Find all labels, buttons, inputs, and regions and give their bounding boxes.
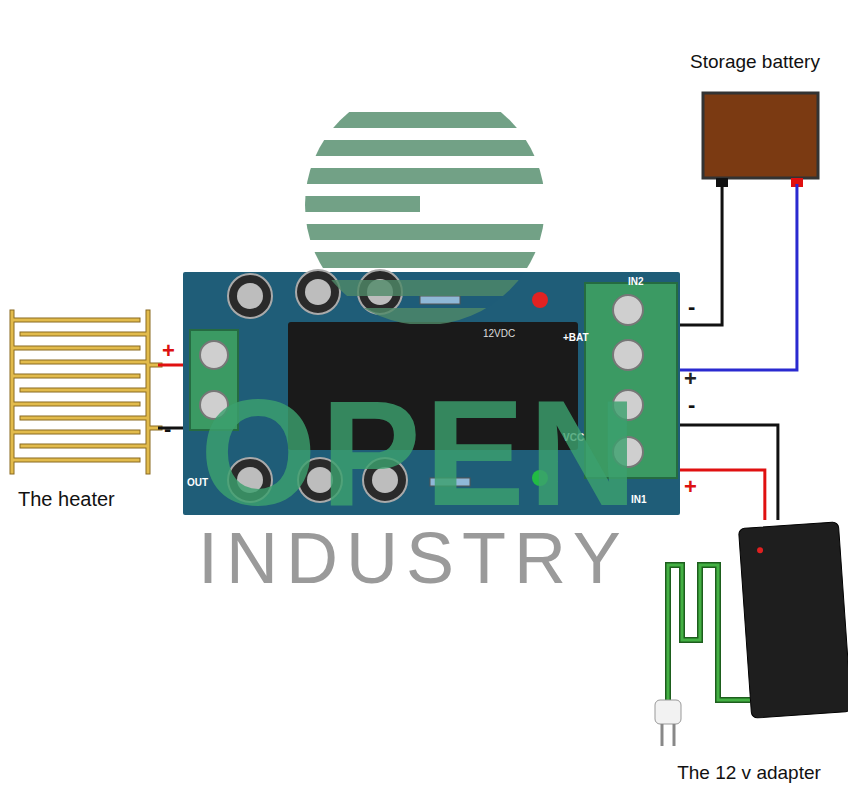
polarity-sign: -	[688, 394, 695, 416]
polarity-sign: -	[164, 418, 171, 440]
adapter-node: The 12 v adapter	[650, 520, 848, 790]
wire	[680, 184, 722, 325]
resistor	[420, 296, 460, 304]
adapter-body	[738, 522, 848, 719]
power-cord	[668, 565, 750, 702]
terminal-screw	[200, 341, 228, 369]
wire	[680, 470, 765, 520]
wire	[680, 184, 797, 370]
logo-stripe	[300, 308, 550, 324]
logo-stripe	[300, 224, 550, 240]
battery-node: Storage battery	[665, 48, 845, 184]
wire	[680, 425, 778, 520]
capacitor	[228, 274, 272, 318]
logo-stripe	[300, 280, 550, 296]
capacitor-top	[237, 283, 263, 309]
battery-terminal-negative	[716, 178, 728, 187]
terminal-screw	[613, 340, 643, 370]
pin-name: IN2	[628, 276, 644, 287]
wire	[158, 363, 183, 366]
pin-name: +BAT	[563, 332, 589, 343]
adapter-led	[757, 547, 763, 553]
node-title: The heater	[18, 488, 158, 510]
terminal-screw	[613, 295, 643, 325]
watermark: OPEN	[200, 378, 641, 528]
polarity-sign: +	[684, 368, 697, 390]
led-red	[532, 292, 548, 308]
polarity-sign: +	[684, 476, 697, 498]
power-cord-outline	[668, 565, 750, 702]
plug-body	[655, 700, 681, 724]
logo-stripe	[300, 252, 550, 268]
heater-graphic	[12, 312, 160, 472]
battery-body	[703, 93, 818, 178]
logo-stripe	[300, 168, 550, 184]
heater-trace	[12, 312, 160, 472]
plug-pin	[661, 724, 664, 746]
polarity-sign: -	[688, 296, 695, 318]
heater-node: The heater	[8, 310, 158, 515]
battery-terminal-positive	[791, 178, 803, 187]
relay-marking: 12VDC	[483, 328, 515, 339]
capacitor-top	[305, 279, 331, 305]
logo-watermark	[300, 112, 550, 324]
logo-stripe	[300, 140, 550, 156]
heater-trace-outline	[12, 312, 160, 472]
plug-pin	[673, 724, 676, 746]
adapter-graphic	[738, 522, 848, 719]
polarity-sign: +	[162, 340, 175, 362]
watermark: INDUSTRY	[198, 522, 629, 594]
node-title: Storage battery	[665, 52, 845, 73]
logo-stripe	[300, 112, 550, 128]
node-title: The 12 v adapter	[650, 763, 848, 784]
capacitor	[296, 270, 340, 314]
logo-stripe	[300, 196, 420, 212]
